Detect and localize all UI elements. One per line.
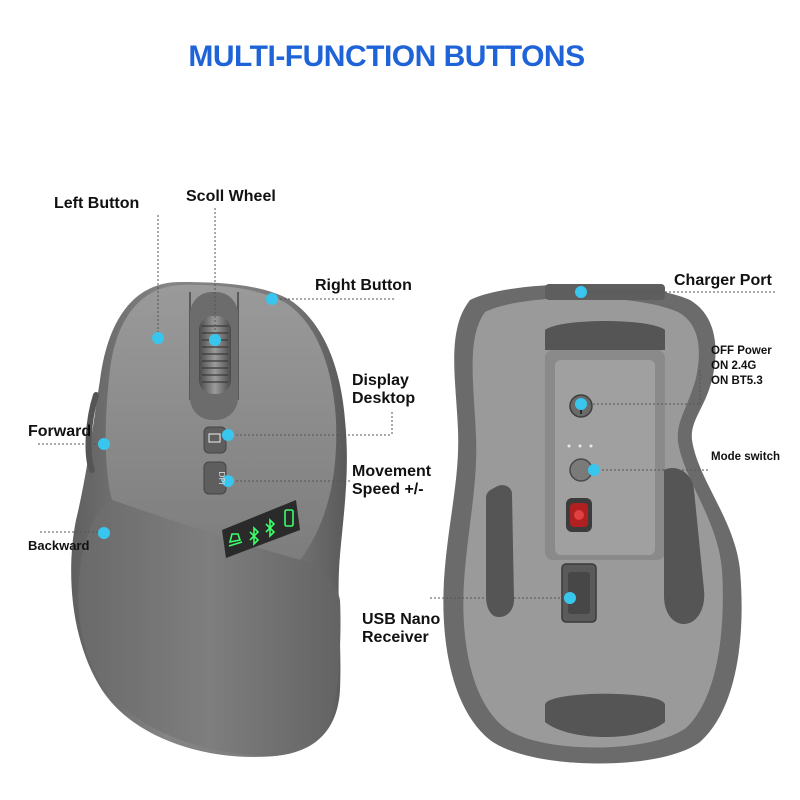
label-left-button: Left Button [54,195,140,212]
marker-left-button [152,332,164,344]
desktop-icon [228,533,243,547]
marker-right-button [266,293,278,305]
mouse-top-shell [105,284,337,560]
mouse-lower-panel [78,500,341,757]
glide-pad-top [545,321,665,350]
bluetooth-icon [249,526,260,546]
label-display-desktop-line1: Display [352,372,409,389]
marker-backward [98,527,110,539]
page-title: MULTI-FUNCTION BUTTONS [188,40,585,73]
marker-usb-receiver [564,592,576,604]
leader-lines [38,208,775,599]
indicator-panel [222,500,300,558]
mode-indicator-dots [567,444,593,448]
label-display-desktop: Display Desktop [352,372,415,409]
glide-pad-bottom [545,693,665,737]
label-usb-receiver: USB Nano Receiver [362,611,440,648]
label-power-line3: ON BT5.3 [711,374,763,387]
label-movement-speed-line2: Speed +/- [352,481,424,499]
desktop-icon [208,433,221,443]
marker-power-switch [575,398,587,410]
dpi-key-label: DPI [217,471,226,484]
usb-receiver [568,572,590,614]
label-charger-port: Charger Port [674,272,772,289]
battery-icon [284,509,294,527]
mouse-bottom-view [443,284,742,764]
callout-markers [98,286,600,604]
glide-pad-right [664,468,705,624]
label-mode-switch: Mode switch [711,451,781,463]
label-usb-line1: USB Nano [362,611,441,628]
display-desktop-key [203,426,227,454]
label-movement-speed-line1: Movement [352,463,432,480]
label-backward: Backward [28,538,90,553]
side-button-recess [85,392,99,473]
label-forward: Forward [28,423,92,440]
label-display-desktop-line2: Desktop [352,390,416,408]
marker-mode-switch [588,464,600,476]
label-usb-line2: Receiver [362,629,429,647]
label-right-button: Right Button [315,277,412,294]
label-movement-speed: Movement Speed +/- [352,463,431,500]
marker-forward [98,438,110,450]
marker-display-desktop [222,429,234,441]
label-power-line2: ON 2.4G [711,359,757,372]
mouse-top-view [71,282,347,757]
label-power-modes: OFF Power ON 2.4G ON BT5.3 [711,344,772,389]
indicator-glow [228,509,294,547]
marker-movement-speed [222,475,234,487]
label-power-line1: OFF Power [711,345,772,357]
glide-pad-left [486,485,514,618]
marker-scroll-wheel [209,334,221,346]
label-scroll-wheel: Scoll Wheel [186,188,276,205]
bluetooth-icon [265,518,276,538]
marker-charger-port [575,286,587,298]
